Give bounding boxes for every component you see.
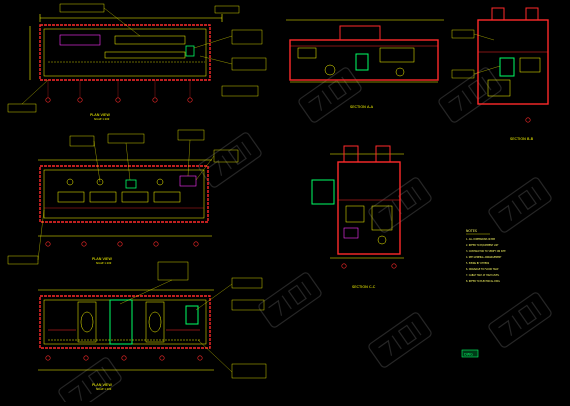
section-bb-title: SECTION B-B: [510, 137, 534, 141]
plan-bottom-scale: SCALE 1:100: [96, 388, 112, 391]
drawing-stamp: DWG: [461, 349, 479, 358]
legend-line: 6. DRAINAGE TO FLOOR TRAP: [466, 268, 499, 271]
legend-line: 5. PIPING BY OTHERS: [466, 262, 490, 265]
grid-bubbles: [45, 241, 199, 247]
section-cc-title: SECTION C-C: [352, 285, 376, 289]
legend-line: 4. SEE GENERAL ARRANGEMENT: [466, 256, 502, 259]
plan-top-title: PLAN VIEW: [90, 113, 110, 117]
plan-mid-scale: SCALE 1:100: [96, 262, 112, 265]
grid-bubbles: [45, 80, 193, 103]
plan-view-mid[interactable]: PLAN VIEW SCALE 1:100: [7, 129, 239, 265]
plan-view-top[interactable]: PLAN VIEW SCALE 1:100: [7, 3, 267, 121]
watermark-logo: [368, 312, 432, 368]
section-aa[interactable]: SECTION A-A: [286, 19, 444, 109]
section-cc[interactable]: SECTION C-C: [311, 145, 404, 289]
watermark-logo: [258, 272, 322, 328]
section-aa-title: SECTION A-A: [350, 105, 374, 109]
legend-line: 3. CONTRACTOR TO VERIFY ON SITE: [466, 250, 506, 253]
legend-line: 8. REFER TO ELECTRICAL DWG: [466, 280, 500, 283]
stamp-text: DWG: [464, 353, 473, 357]
plan-mid-title: PLAN VIEW: [92, 257, 112, 261]
plan-view-bottom[interactable]: PLAN VIEW SCALE 1:100: [38, 261, 267, 391]
watermark-logo: [438, 67, 502, 123]
watermark-logo: [58, 357, 122, 406]
watermark-logo: [488, 292, 552, 348]
legend-line: 1. ALL DIMENSIONS IN MM: [466, 238, 495, 241]
legend-line: 7. CABLE TRAY AT HIGH LEVEL: [466, 274, 500, 277]
legend-line: 2. REFER TO EQUIPMENT LIST: [466, 244, 499, 247]
plan-bottom-title: PLAN VIEW: [92, 383, 112, 387]
legend-title: NOTES: [466, 229, 477, 233]
watermark-logo: [298, 67, 362, 123]
watermark-logo: [198, 132, 262, 188]
notes-legend: NOTES 1. ALL DIMENSIONS IN MM 2. REFER T…: [466, 229, 506, 283]
section-bb[interactable]: SECTION B-B: [451, 7, 549, 141]
watermark-logo: [488, 177, 552, 233]
grid-bubbles: [45, 355, 203, 361]
plan-top-scale: SCALE 1:100: [94, 118, 110, 121]
